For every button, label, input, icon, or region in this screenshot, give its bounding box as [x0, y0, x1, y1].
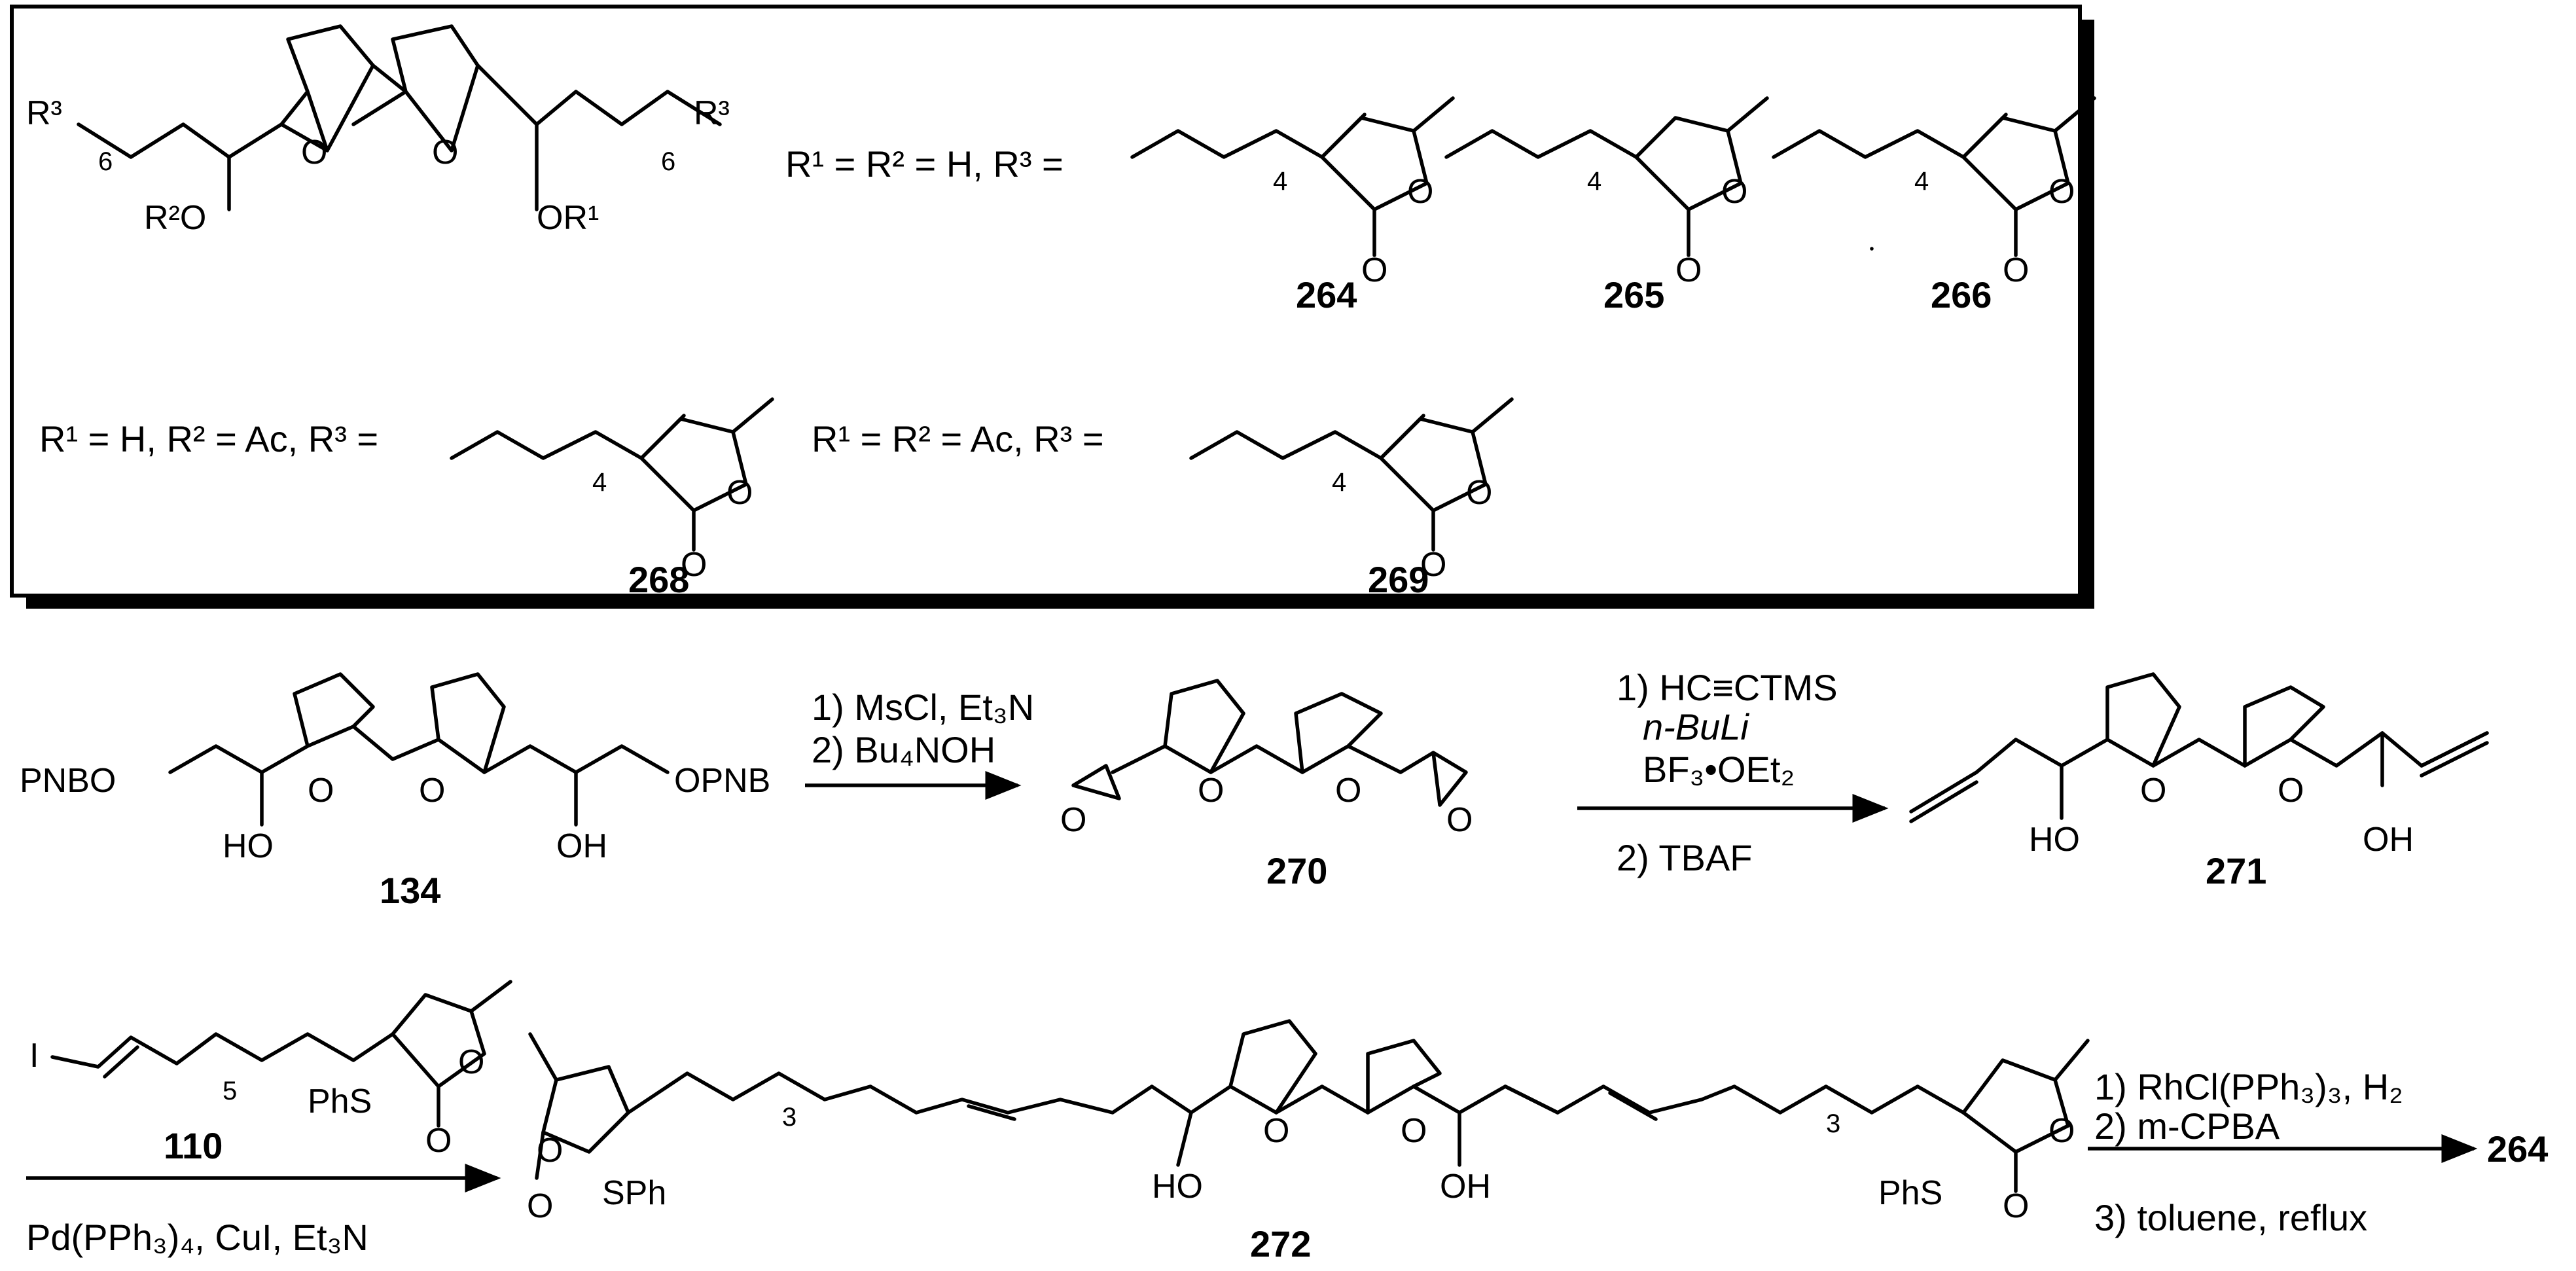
fragment-269: O O 4 269 — [1189, 397, 1514, 600]
label-atoms-O: O — [458, 1043, 484, 1081]
sub6: 6 — [661, 147, 675, 176]
label-270: 270 — [1266, 850, 1327, 891]
label-atoms-O: O — [1060, 801, 1086, 839]
label-atoms-O: O — [2048, 1112, 2075, 1150]
label-272: 272 — [1250, 1223, 1311, 1264]
r-group-definition-268: R¹ = H, R² = Ac, R³ = — [39, 418, 378, 459]
label-steps-s2_line4: 2) TBAF — [1617, 837, 1752, 878]
label-atoms-O: O — [1721, 173, 1747, 211]
label-atoms-SPh: SPh — [602, 1174, 666, 1212]
label-steps-s4_line2: 2) m-CPBA — [2094, 1105, 2280, 1147]
label-atoms-O: O — [537, 1132, 563, 1170]
product-label-264: 264 — [2487, 1128, 2548, 1170]
label-atoms-O: O — [1335, 772, 1361, 810]
label-steps-s1_line2: 2) Bu₄NOH — [812, 729, 995, 770]
label-atoms-OPNB: OPNB — [674, 762, 770, 800]
compound-272: O O SPh 3 HO O O OH 3 PhS O O 272 — [527, 1019, 2090, 1264]
r2o-label: R²O — [144, 199, 206, 237]
compound-271: O O HO OH 271 — [1909, 672, 2489, 891]
ring-oxygen: O — [301, 134, 327, 171]
compound-110: I O O PhS 5 110 — [29, 980, 512, 1166]
label-atoms-OH: OH — [556, 827, 607, 865]
label-atoms-O: O — [2003, 1187, 2029, 1225]
label-atoms-O: O — [308, 772, 334, 810]
label-atoms-O: O — [1446, 801, 1473, 839]
label-steps-s4_line1: 1) RhCl(PPh₃)₃, H₂ — [2094, 1066, 2403, 1107]
label-atoms-O: O — [1198, 772, 1224, 810]
label-268: 268 — [628, 559, 689, 600]
label-atoms-O: O — [425, 1122, 452, 1160]
label-atoms-sub3: 3 — [782, 1103, 796, 1132]
label-atoms-O: O — [1675, 251, 1702, 289]
label-atoms-O: O — [1420, 546, 1446, 584]
label-atoms-sub4: 4 — [1914, 167, 1929, 196]
label-atoms-O: O — [1361, 251, 1387, 289]
compound-box — [10, 5, 2094, 609]
label-atoms-sub4: 4 — [592, 468, 607, 497]
label-atoms-sub3: 3 — [1826, 1109, 1840, 1138]
label-atoms-PhS: PhS — [1878, 1174, 1942, 1212]
label-110: 110 — [164, 1125, 223, 1166]
label-atoms-O: O — [726, 474, 753, 512]
label-atoms-sub5: 5 — [223, 1077, 237, 1105]
label-atoms-O: O — [419, 772, 445, 810]
label-264: 264 — [1296, 274, 1357, 315]
r-group-definition: R¹ = R² = H, R³ = — [785, 143, 1064, 185]
label-atoms-O: O — [1401, 1112, 1427, 1150]
fragment-268: O O 4 268 — [450, 397, 774, 600]
label-atoms-OH: OH — [1440, 1168, 1491, 1206]
label-atoms-O: O — [2048, 173, 2075, 211]
label-atoms-O: O — [2278, 772, 2304, 810]
label-steps-s2_line2: n-BuLi — [1643, 706, 1749, 747]
label-steps-s1_line1: 1) MsCl, Et₃N — [812, 687, 1034, 728]
fragment-266: O O 4 266 — [1772, 96, 2096, 315]
label-265: 265 — [1603, 274, 1664, 315]
label-atoms-O: O — [2140, 772, 2166, 810]
label-atoms-HO: HO — [223, 827, 274, 865]
ring-oxygen: O — [432, 134, 458, 171]
label-atoms-O: O — [1407, 173, 1433, 211]
compound-270: O O O O 270 — [1060, 679, 1473, 891]
label-atoms-PNBO: PNBO — [20, 762, 116, 800]
or1-label: OR¹ — [537, 199, 599, 237]
label-atoms-HO: HO — [1152, 1168, 1203, 1206]
label-steps-s4_line3: 3) toluene, reflux — [2094, 1197, 2367, 1238]
label-atoms-HO: HO — [2029, 821, 2080, 859]
r-group-definition-269: R¹ = R² = Ac, R³ = — [812, 418, 1104, 459]
sub6: 6 — [98, 147, 113, 176]
label-atoms-O: O — [1263, 1112, 1289, 1150]
r3-left: R³ — [26, 94, 62, 132]
label-atoms-O: O — [681, 546, 707, 584]
label-atoms-O: O — [2003, 251, 2029, 289]
r3-right: R³ — [694, 94, 730, 132]
label-atoms-I: I — [29, 1037, 39, 1075]
label-steps-s2_line3: BF₃•OEt₂ — [1643, 749, 1795, 790]
label-266: 266 — [1931, 274, 1992, 315]
label-134: 134 — [380, 870, 440, 911]
label-271: 271 — [2206, 850, 2266, 891]
label-atoms-sub4: 4 — [1587, 167, 1601, 196]
label-atoms-O: O — [527, 1187, 553, 1225]
fragment-265: O O 4 265 — [1444, 96, 1769, 315]
fragment-264: O O 4 264 — [1130, 96, 1455, 315]
label-atoms-sub4: 4 — [1332, 468, 1346, 497]
label-atoms-O: O — [1466, 474, 1492, 512]
compound-134: PNBO O O HO OH OPNB 134 — [20, 672, 770, 911]
label-atoms-OH: OH — [2363, 821, 2414, 859]
label-steps-s3_below: Pd(PPh₃)₄, CuI, Et₃N — [26, 1217, 368, 1258]
label-atoms-PhS: PhS — [308, 1083, 372, 1120]
bis-thf-core: O O R³ 6 R²O OR¹ 6 R³ — [26, 24, 730, 237]
label-atoms-sub4: 4 — [1273, 167, 1287, 196]
label-steps-s2_line1: 1) HC≡CTMS — [1617, 667, 1838, 708]
label-269: 269 — [1368, 559, 1429, 600]
